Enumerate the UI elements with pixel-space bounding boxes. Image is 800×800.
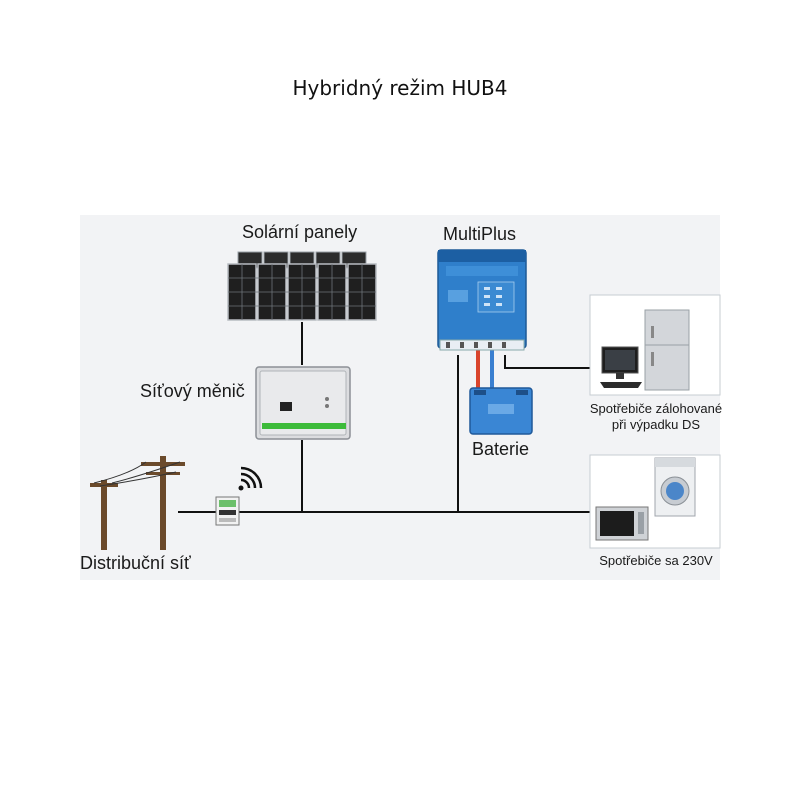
loads-230v-label: Spotřebiče sa 230V xyxy=(599,553,713,568)
multiplus-to-backup-line xyxy=(504,355,590,369)
battery-label: Baterie xyxy=(472,439,530,459)
diagram-title: Hybridný režim HUB4 xyxy=(292,76,508,100)
loads-230v-box xyxy=(589,454,721,549)
backup-loads-label-line2: při výpadku DS xyxy=(611,417,701,432)
microwave-icon xyxy=(595,506,649,541)
fridge-icon xyxy=(644,309,690,391)
wiring xyxy=(178,322,590,513)
backup-loads-box xyxy=(589,294,721,396)
computer-icon xyxy=(600,346,642,388)
battery-icon xyxy=(469,387,533,435)
washing-machine-icon xyxy=(654,457,696,517)
grid-inverter-icon xyxy=(255,366,351,440)
backup-loads-label-line1: Spotřebiče zálohované xyxy=(589,401,723,416)
wireless-icon xyxy=(238,466,263,491)
inverter-charger-icon xyxy=(437,249,527,351)
power-pole-icon xyxy=(90,456,185,550)
energy-meter-icon xyxy=(215,496,240,526)
multiplus-label: MultiPlus xyxy=(443,224,517,244)
solar-panels-label: Solární panely xyxy=(242,222,358,242)
grid-inverter-label: Síťový měnič xyxy=(140,381,245,401)
solar-panel-icon xyxy=(227,251,377,321)
grid-label: Distribuční síť xyxy=(80,553,191,573)
